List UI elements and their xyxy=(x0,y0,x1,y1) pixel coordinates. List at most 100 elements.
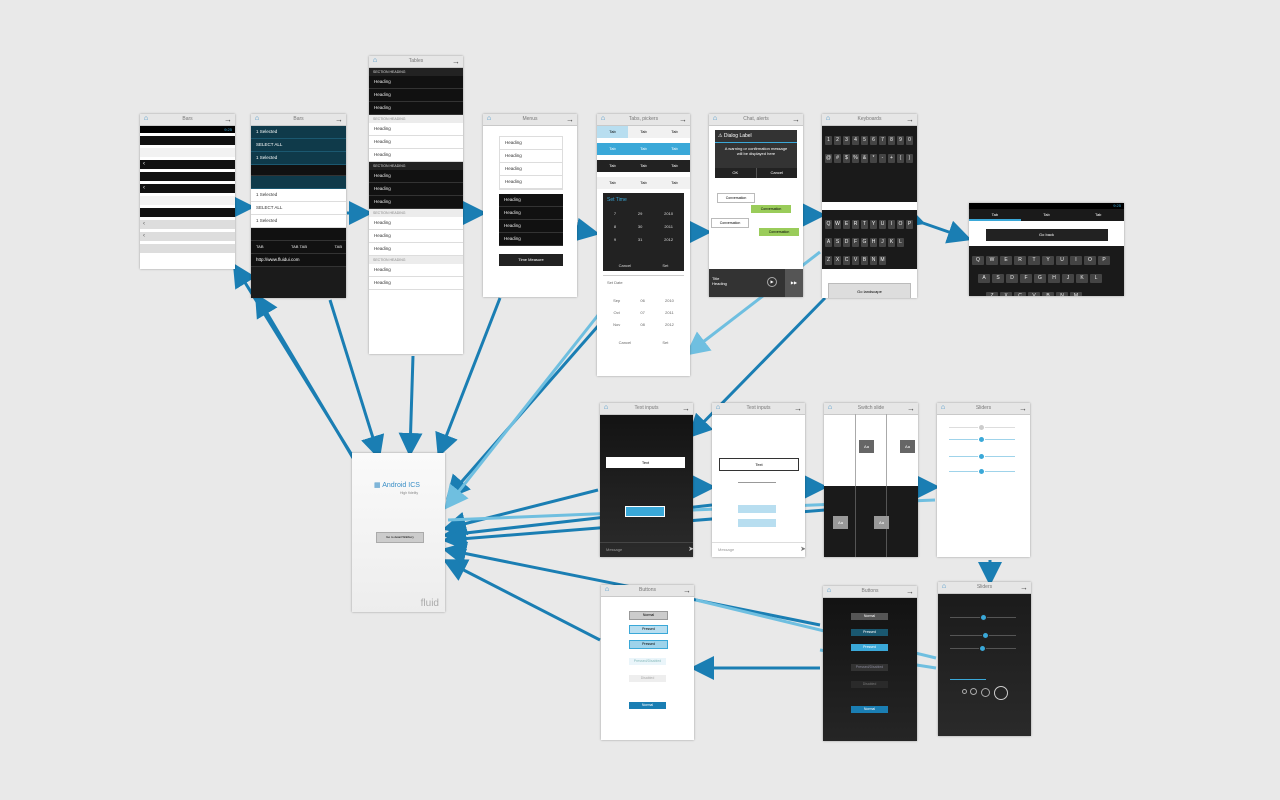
key[interactable]: E xyxy=(1000,256,1012,265)
forward-arrow-icon[interactable]: → xyxy=(335,115,343,124)
key[interactable]: F xyxy=(1020,274,1032,283)
table-row[interactable]: Heading xyxy=(369,243,463,256)
screen-text-inputs-dark[interactable]: ⌂Text inputs→ Text Message➤ xyxy=(600,403,693,557)
home-icon[interactable]: ⌂ xyxy=(600,115,606,122)
menu-item[interactable]: Heading xyxy=(500,176,562,189)
set-button[interactable]: Set xyxy=(662,263,669,268)
key[interactable]: S xyxy=(992,274,1004,283)
key[interactable]: G xyxy=(861,238,868,247)
screen-home[interactable]: ▦ Android ICS High fidelity Go to detail… xyxy=(352,453,445,612)
forward-arrow-icon[interactable]: → xyxy=(683,586,691,595)
key[interactable]: H xyxy=(1048,274,1060,283)
key[interactable]: V xyxy=(852,256,859,265)
forward-arrow-icon[interactable]: → xyxy=(906,587,914,596)
back-bar[interactable]: ‹ xyxy=(140,160,235,169)
normal-button[interactable]: Normal xyxy=(629,702,666,709)
text-input[interactable]: Text xyxy=(719,458,799,471)
slider-knob[interactable] xyxy=(978,453,985,460)
menu-item[interactable]: Heading xyxy=(499,194,563,207)
message-input[interactable]: Message➤ xyxy=(712,542,805,557)
screen-switch-slide[interactable]: ⌂Switch slide→ Aa Aa Aa Aa xyxy=(824,403,918,557)
select-all-bar[interactable]: SELECT ALL xyxy=(251,202,346,215)
tab-bar[interactable]: Tab Tab Tab xyxy=(597,143,690,155)
key[interactable]: ( xyxy=(897,154,904,163)
key[interactable]: U xyxy=(879,220,886,229)
key[interactable]: M xyxy=(1070,292,1082,296)
set-button[interactable]: Set xyxy=(662,340,669,345)
home-icon[interactable]: ⌂ xyxy=(940,404,946,411)
screen-tables[interactable]: ⌂Tables→ SECTION HEADING Heading Heading… xyxy=(369,56,463,354)
key[interactable]: C xyxy=(1014,292,1026,296)
key[interactable]: T xyxy=(1028,256,1040,265)
home-icon[interactable]: ⌂ xyxy=(604,586,610,593)
key[interactable]: $ xyxy=(843,154,850,163)
menu-item[interactable]: Heading xyxy=(500,163,562,176)
table-row[interactable]: Heading xyxy=(369,183,463,196)
tab-bar[interactable]: Tab Tab Tab xyxy=(597,126,690,138)
key[interactable]: 2 xyxy=(834,136,841,145)
tab[interactable]: Tab xyxy=(640,163,647,168)
key[interactable]: W xyxy=(834,220,841,229)
key[interactable]: N xyxy=(1056,292,1068,296)
key[interactable]: K xyxy=(1076,274,1088,283)
forward-arrow-icon[interactable]: → xyxy=(566,115,574,124)
key[interactable]: C xyxy=(843,256,850,265)
key[interactable]: Q xyxy=(972,256,984,265)
key[interactable]: + xyxy=(888,154,895,163)
key[interactable]: Y xyxy=(1042,256,1054,265)
screen-buttons-light[interactable]: ⌂Buttons→ Normal Pressed Pressed Pressed… xyxy=(601,585,694,740)
slider-knob[interactable] xyxy=(978,468,985,475)
url-bar[interactable]: http://www.fluidui.com xyxy=(251,254,346,267)
back-bar[interactable]: ‹ xyxy=(140,232,235,241)
key[interactable]: H xyxy=(870,238,877,247)
forward-arrow-icon[interactable]: → xyxy=(1019,404,1027,413)
home-icon[interactable]: ⌂ xyxy=(712,115,718,122)
key[interactable]: S xyxy=(834,238,841,247)
key[interactable]: @ xyxy=(825,154,832,163)
forward-arrow-icon[interactable]: → xyxy=(452,57,460,66)
key[interactable]: O xyxy=(1084,256,1096,265)
home-icon[interactable]: ⌂ xyxy=(143,115,149,122)
key[interactable]: E xyxy=(843,220,850,229)
slider-knob[interactable] xyxy=(979,645,986,652)
table-row[interactable]: Heading xyxy=(369,230,463,243)
tab[interactable]: Tab xyxy=(671,146,678,151)
home-icon[interactable]: ⌂ xyxy=(825,115,831,122)
cancel-button[interactable]: Cancel xyxy=(755,168,797,178)
tab[interactable]: Tab xyxy=(1043,212,1050,217)
key[interactable]: * xyxy=(870,154,877,163)
key[interactable]: 8 xyxy=(888,136,895,145)
key[interactable]: N xyxy=(870,256,877,265)
go-landscape-button[interactable]: Go landscape xyxy=(828,283,911,298)
key[interactable]: - xyxy=(879,154,886,163)
slide-handle[interactable]: Aa xyxy=(874,516,889,529)
slide-handle[interactable]: Aa xyxy=(833,516,848,529)
screen-bars-selection[interactable]: ⌂Bars→ 1 Selected SELECT ALL 1 Selected … xyxy=(251,114,346,298)
home-icon[interactable]: ⌂ xyxy=(941,583,947,590)
slider-knob[interactable] xyxy=(982,632,989,639)
table-row[interactable]: Heading xyxy=(369,89,463,102)
key[interactable]: X xyxy=(1000,292,1012,296)
key[interactable]: X xyxy=(834,256,841,265)
forward-arrow-icon[interactable]: → xyxy=(907,404,915,413)
menu-item[interactable]: Heading xyxy=(499,220,563,233)
tab[interactable]: Tab xyxy=(640,146,647,151)
table-row[interactable]: Heading xyxy=(369,264,463,277)
tab[interactable]: Tab xyxy=(1094,212,1102,217)
focused-button[interactable]: Pressed xyxy=(629,640,668,649)
key[interactable]: I xyxy=(1070,256,1082,265)
screen-chat-alerts[interactable]: ⌂Chat, alerts→ ⚠ Dialog Label A warning … xyxy=(709,114,803,297)
screen-text-inputs-light[interactable]: ⌂Text inputs→ Text Message➤ xyxy=(712,403,805,557)
table-row[interactable]: Heading xyxy=(369,76,463,89)
key[interactable]: 0 xyxy=(906,136,913,145)
key[interactable]: 1 xyxy=(825,136,832,145)
table-row[interactable]: Heading xyxy=(369,123,463,136)
